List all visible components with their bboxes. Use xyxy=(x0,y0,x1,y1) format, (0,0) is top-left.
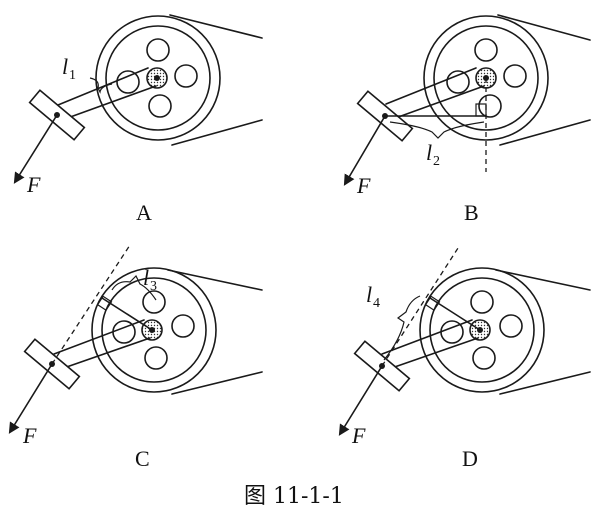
force-label: F xyxy=(22,423,37,448)
force-arrow xyxy=(343,115,386,186)
crank-arm xyxy=(61,85,157,121)
lever-arm-line xyxy=(429,297,481,331)
axle-point xyxy=(154,75,160,81)
right-angle-mark xyxy=(424,295,441,311)
wheel-hole xyxy=(148,94,172,118)
lever-arm-brace xyxy=(111,274,157,301)
panel-c: l 3 F C xyxy=(8,244,263,471)
lever-arm-letter: l xyxy=(62,54,68,79)
force-label: F xyxy=(351,423,366,448)
wheel-hole xyxy=(503,64,527,88)
lever-arm-brace xyxy=(389,121,485,139)
crank-arm xyxy=(385,337,479,371)
wheel-hole xyxy=(142,290,166,314)
wheel-outer xyxy=(423,15,549,141)
crank-arm xyxy=(389,85,485,121)
figure-caption: 图 11-1-1 xyxy=(244,484,344,509)
panel-b: l 2 F B xyxy=(343,14,591,225)
wheel-inner xyxy=(105,25,211,131)
belt-bottom-line xyxy=(499,371,591,395)
panel-label: D xyxy=(462,446,478,471)
force-arrow xyxy=(8,363,53,434)
line-of-action xyxy=(51,244,131,365)
lever-arm-letter: l xyxy=(366,282,372,307)
force-arrow xyxy=(338,365,383,436)
panel-label: B xyxy=(464,200,479,225)
lever-arm-letter: l xyxy=(426,140,432,165)
wheel-hole xyxy=(446,70,470,94)
belt-top-line xyxy=(167,269,263,291)
belt-bottom-line xyxy=(171,371,263,395)
crank-arm xyxy=(57,67,149,106)
wheel-hole xyxy=(116,70,140,94)
wheel-hole xyxy=(478,94,502,118)
panel-d: l 4 F D xyxy=(338,244,591,471)
crank-arm xyxy=(385,67,477,105)
wheel-hole xyxy=(174,64,198,88)
wheel-hole xyxy=(171,314,195,338)
wheel-hole xyxy=(499,314,523,338)
wheel-hole xyxy=(472,346,496,370)
wheel-inner xyxy=(433,25,539,131)
crank-arm xyxy=(381,319,473,355)
lever-arm-subscript: 3 xyxy=(150,279,157,294)
belt-top-line xyxy=(169,14,263,39)
lever-arm-subscript: 1 xyxy=(69,68,76,83)
wheel-hole xyxy=(144,346,168,370)
wheel-inner xyxy=(429,277,535,383)
belt-bottom-line xyxy=(171,119,263,146)
belt-bottom-line xyxy=(499,119,591,146)
wheel-hole xyxy=(474,38,498,62)
lever-arm-brace xyxy=(89,77,113,94)
lever-arm-brace xyxy=(383,295,421,361)
force-arrow xyxy=(13,114,58,184)
wheel-outer xyxy=(91,267,217,393)
right-angle-mark xyxy=(475,103,487,117)
crank-arm xyxy=(57,337,151,371)
lever-arm-line xyxy=(101,297,153,331)
panel-a: l 1 F A xyxy=(13,14,263,225)
lever-arm-subscript: 4 xyxy=(373,296,380,311)
panel-label: C xyxy=(135,446,150,471)
panel-label: A xyxy=(136,200,152,225)
belt-top-line xyxy=(497,14,591,41)
wheel-outer xyxy=(95,15,221,141)
lever-arm-subscript: 2 xyxy=(433,154,440,169)
right-angle-mark xyxy=(96,295,113,311)
lever-arm-letter: l xyxy=(143,265,149,290)
line-of-action xyxy=(381,244,461,367)
belt-top-line xyxy=(495,269,591,291)
crank-arm xyxy=(53,319,145,355)
force-label: F xyxy=(356,173,371,198)
wheel-hole xyxy=(470,290,494,314)
wheel-hole xyxy=(146,38,170,62)
force-label: F xyxy=(26,172,41,197)
wheel-inner xyxy=(101,277,207,383)
wheel-outer xyxy=(419,267,545,393)
